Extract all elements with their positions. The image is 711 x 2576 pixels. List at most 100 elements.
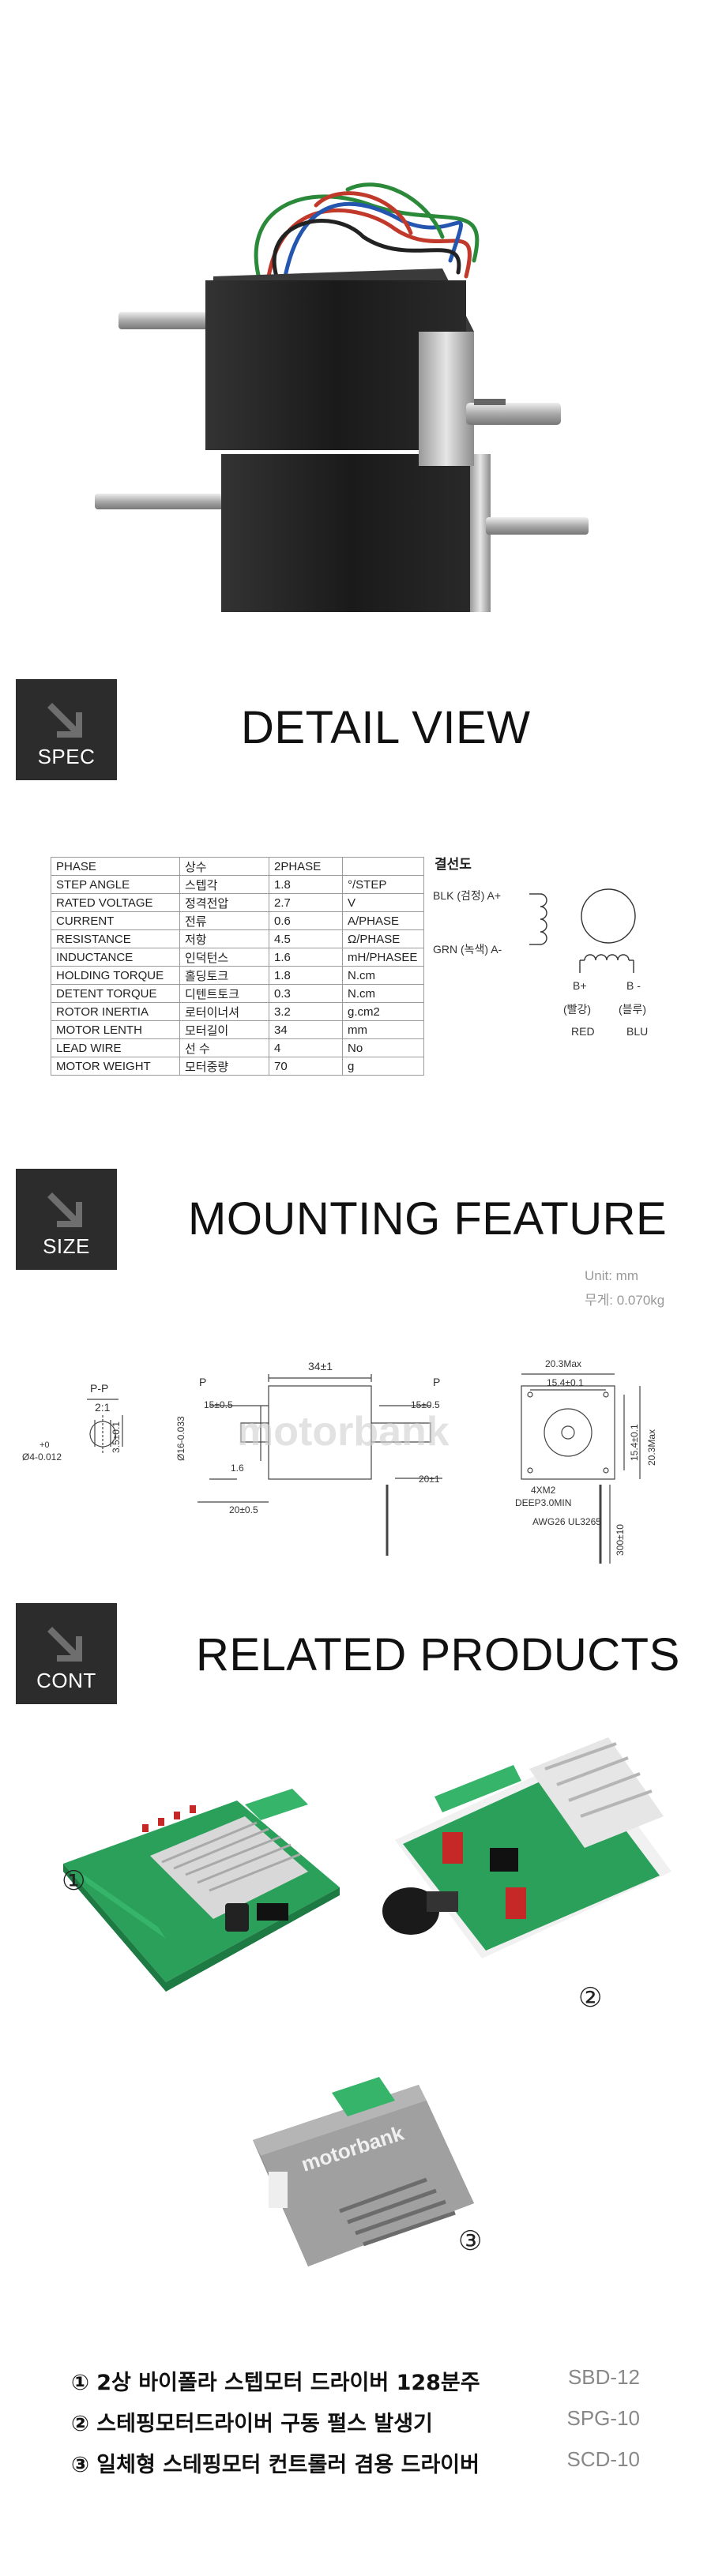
spec-cell: mH/PHASEE	[342, 948, 424, 967]
product-list-item[interactable]: ② 스테핑모터드라이버 구동 펄스 발생기 SPG-10	[71, 2406, 640, 2447]
spec-cell: 4.5	[269, 929, 343, 948]
spec-cell: 3.2	[269, 1002, 343, 1021]
spec-cell: PHASE	[51, 857, 180, 876]
dim-ratio: 2:1	[95, 1401, 111, 1414]
spec-cell: V	[342, 893, 424, 912]
spec-cell: MOTOR WEIGHT	[51, 1057, 180, 1076]
spec-cell: °/STEP	[342, 875, 424, 894]
spec-cell: 로터이너셔	[179, 1002, 269, 1021]
wiring-b-plus: B+	[573, 979, 587, 992]
spec-cell: MOTOR LENTH	[51, 1020, 180, 1039]
product-list-item[interactable]: ① 2상 바이폴라 스텝모터 드라이버 128분주 SBD-12	[71, 2365, 640, 2406]
spec-cell: 전류	[179, 911, 269, 930]
wiring-b-minus-color: BLU	[626, 1025, 649, 1038]
coil-symbol	[529, 888, 636, 973]
dim-154a: 15.4±0.1	[547, 1377, 584, 1388]
spec-cell: 2.7	[269, 893, 343, 912]
spec-badge-label: SPEC	[37, 745, 96, 768]
unit-label: Unit: mm	[585, 1268, 638, 1283]
spec-cell: 1.8	[269, 875, 343, 894]
product-code: SPG-10	[566, 2406, 641, 2430]
dim-34: 34±1	[308, 1360, 333, 1372]
spec-cell: 모터길이	[179, 1020, 269, 1039]
dim-20b: 20±1	[419, 1474, 440, 1485]
spec-cell: 모터중량	[179, 1057, 269, 1076]
spec-cell: g.cm2	[342, 1002, 424, 1021]
spec-cell: RESISTANCE	[51, 929, 180, 948]
wiring-b-plus-color: RED	[571, 1025, 595, 1038]
spec-cell: mm	[342, 1020, 424, 1039]
spec-cell: 저항	[179, 929, 269, 948]
spec-cell: HOLDING TORQUE	[51, 966, 180, 985]
dim-300: 300±10	[615, 1524, 626, 1556]
dim-20a: 20±0.5	[229, 1504, 258, 1515]
dim-pp: P-P	[90, 1382, 109, 1395]
dim-15a: 15±0.5	[204, 1399, 233, 1410]
spec-cell: 디텐트토크	[179, 984, 269, 1003]
product-name: ② 스테핑모터드라이버 구동 펄스 발생기	[71, 2412, 433, 2436]
spec-cell: Ω/PHASE	[342, 929, 424, 948]
dim-phi4: Ø4-0.012	[22, 1451, 62, 1463]
spec-cell: LEAD WIRE	[51, 1038, 180, 1057]
spec-cell: 선 수	[179, 1038, 269, 1057]
watermark-text: motorbank	[237, 1409, 450, 1455]
spec-cell: g	[342, 1057, 424, 1076]
hero-motor-photo	[0, 0, 711, 648]
spec-cell: N.cm	[342, 984, 424, 1003]
weight-label: 무게: 0.070kg	[585, 1293, 665, 1308]
dim-203max2: 20.3Max	[646, 1429, 657, 1466]
wiring-b-plus-kr: (빨강)	[563, 1003, 592, 1016]
spec-cell: No	[342, 1038, 424, 1057]
dim-16: 1.6	[231, 1463, 244, 1474]
spec-cell: CURRENT	[51, 911, 180, 930]
spec-cell: 1.8	[269, 966, 343, 985]
spec-cell: 정격전압	[179, 893, 269, 912]
size-badge: SIZE	[16, 1169, 117, 1270]
product-code: SCD-10	[566, 2447, 640, 2471]
spec-cell: 인덕턴스	[179, 948, 269, 967]
mounting-drawing: motorbank P-P 2:1 +0 Ø4-0.012 3.5±0.1 34…	[0, 1327, 711, 1579]
spec-cell: 0.3	[269, 984, 343, 1003]
product-marker-3: ③	[458, 2225, 483, 2257]
arrow-down-right-icon	[47, 1627, 82, 1662]
spec-cell: ROTOR INERTIA	[51, 1002, 180, 1021]
dim-p-left: P	[199, 1376, 207, 1388]
spec-cell: 4	[269, 1038, 343, 1057]
product-image-scd10: motorbank	[237, 2053, 490, 2290]
cont-section-title: RELATED PRODUCTS	[196, 1629, 680, 1680]
spec-section-title: DETAIL VIEW	[241, 702, 531, 753]
dim-phi4-top: +0	[40, 1440, 50, 1450]
spec-cell: 홀딩토크	[179, 966, 269, 985]
dim-deep: DEEP3.0MIN	[515, 1497, 572, 1508]
dim-15b: 15±0.5	[411, 1399, 440, 1410]
cont-badge: CONT	[16, 1603, 117, 1704]
dim-35: 3.5±0.1	[111, 1421, 122, 1453]
spec-cell	[342, 857, 424, 876]
arrow-down-right-icon	[47, 703, 82, 738]
dim-phi16: Ø16-0.033	[175, 1416, 186, 1461]
wiring-b-minus-kr: (블루)	[619, 1003, 647, 1016]
product-image-spg10	[379, 1722, 679, 1982]
wiring-title: 결선도	[434, 857, 472, 873]
dim-p-right: P	[433, 1376, 441, 1388]
product-list: ① 2상 바이폴라 스텝모터 드라이버 128분주 SBD-12 ② 스테핑모터드라…	[71, 2365, 640, 2488]
product-marker-2: ②	[578, 1982, 603, 2014]
wiring-b-minus: B -	[626, 979, 641, 992]
dim-154b: 15.4±0.1	[629, 1424, 640, 1461]
product-marker-1: ①	[62, 1865, 86, 1897]
product-name: ① 2상 바이폴라 스텝모터 드라이버 128분주	[71, 2371, 480, 2395]
spec-cell: 1.6	[269, 948, 343, 967]
dim-m2: 4XM2	[531, 1485, 556, 1496]
wiring-a-minus: GRN (녹색) A-	[433, 943, 502, 956]
product-code: SBD-12	[567, 2365, 640, 2389]
